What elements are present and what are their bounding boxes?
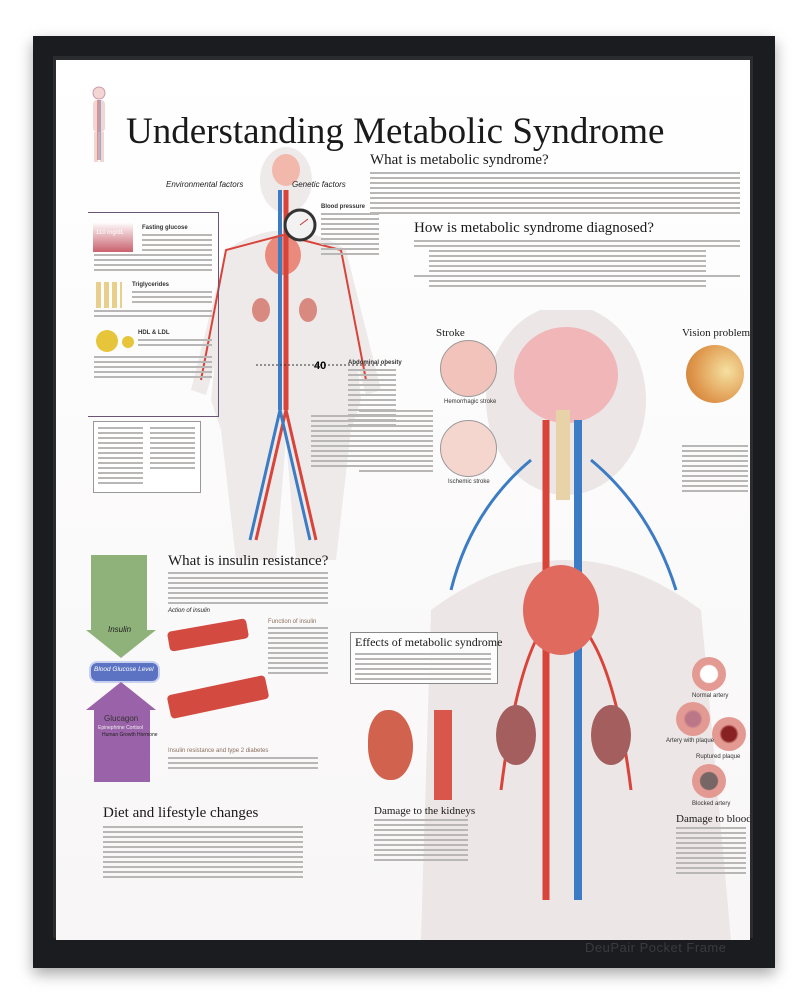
watermark: DeuPair Pocket Frame <box>585 940 727 955</box>
label-blood-pressure: Blood pressure <box>321 204 366 210</box>
label-normal-artery: Normal artery <box>692 693 729 699</box>
ischemic-stroke-image <box>440 420 497 477</box>
heading-insulin-resistance: What is insulin resistance? <box>168 553 329 569</box>
glucagon-arrow-icon <box>86 682 156 710</box>
label-glucagon: Glucagon <box>104 714 139 723</box>
insulin-arrow-icon <box>86 630 156 658</box>
renal-artery-image <box>434 710 452 800</box>
fasting-value: 110 mg/dL <box>96 230 124 236</box>
artery-plaque-image <box>676 702 710 736</box>
heading-what-is: What is metabolic syndrome? <box>370 152 549 168</box>
heading-stroke: Stroke <box>436 327 465 339</box>
label-fasting-glucose: Fasting glucose <box>142 225 188 231</box>
normal-artery-image <box>692 657 726 691</box>
label-hdl-ldl: HDL & LDL <box>138 330 170 336</box>
blocked-artery-image <box>692 764 726 798</box>
label-action-of-insulin: Action of insulin <box>168 608 211 614</box>
label-environmental: Environmental factors <box>166 180 244 189</box>
label-ruptured-plaque: Ruptured plaque <box>696 754 741 760</box>
ruptured-plaque-image <box>712 717 746 751</box>
blood-pressure-gauge-icon <box>283 208 317 242</box>
label-glucagon-sub1: Epinephrine Cortisol <box>98 725 144 731</box>
heading-diet: Diet and lifestyle changes <box>103 805 259 821</box>
cholesterol-table <box>93 421 201 493</box>
heading-vessels: Damage to blood vessels <box>676 813 750 825</box>
blood-vessel-normal <box>166 618 250 652</box>
label-insulin-type2: Insulin resistance and type 2 diabetes <box>168 748 269 754</box>
label-blood-glucose: Blood Glucose Level <box>94 666 154 673</box>
label-genetic: Genetic factors <box>292 180 346 189</box>
poster: Understanding Metabolic Syndrome What is… <box>56 60 750 940</box>
waist-number: 40 <box>314 360 327 372</box>
hemorrhagic-stroke-image <box>440 340 497 397</box>
label-blocked-artery: Blocked artery <box>692 801 731 807</box>
label-function-of-insulin: Function of insulin <box>268 619 317 625</box>
body-organs-illustration <box>421 310 731 940</box>
label-ischemic: Ischemic stroke <box>448 479 490 485</box>
kidney-image <box>368 710 413 780</box>
heading-kidneys: Damage to the kidneys <box>374 805 476 817</box>
poster-title: Understanding Metabolic Syndrome <box>126 111 665 152</box>
label-triglycerides: Triglycerides <box>132 282 170 288</box>
heading-effects: Effects of metabolic syndrome <box>355 635 503 649</box>
blood-vessel-resistant <box>166 674 270 720</box>
label-abdominal: Abdominal obesity <box>348 360 402 366</box>
risk-factors-box <box>88 212 219 417</box>
effects-box: Effects of metabolic syndrome <box>350 632 502 684</box>
label-artery-plaque: Artery with plaque <box>666 738 715 744</box>
label-glucagon-sub2: Human Growth Hormone <box>102 732 158 738</box>
label-hemorrhagic: Hemorrhagic stroke <box>444 399 497 405</box>
body-icon <box>92 86 106 162</box>
retina-image <box>686 345 744 403</box>
heading-diagnosed: How is metabolic syndrome diagnosed? <box>414 220 654 236</box>
label-insulin-arrow: Insulin <box>108 625 132 634</box>
heading-vision: Vision problems <box>682 327 750 339</box>
